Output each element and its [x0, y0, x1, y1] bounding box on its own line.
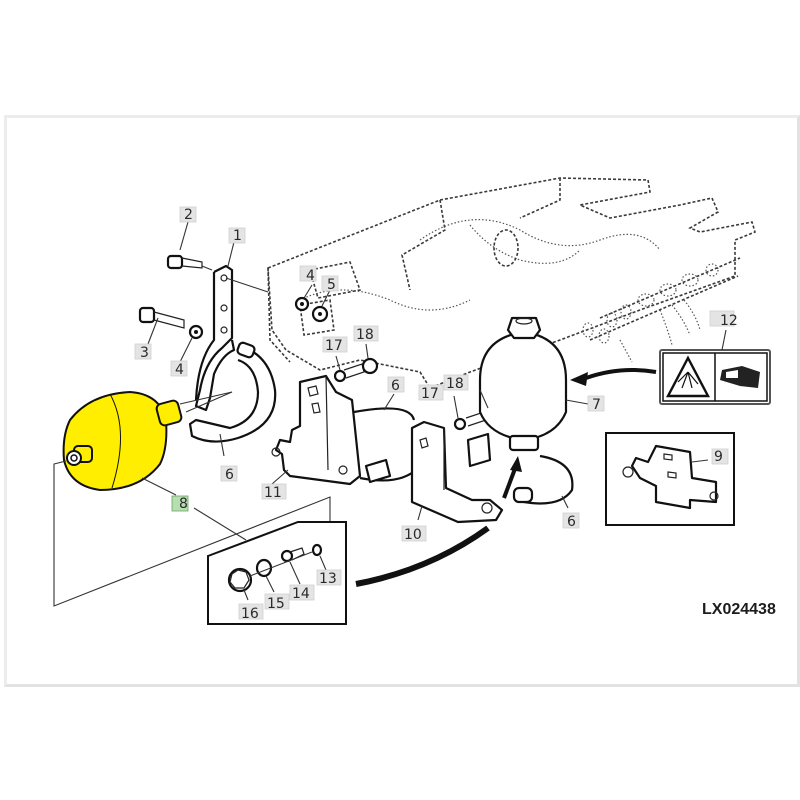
- seal-part-13[interactable]: [311, 543, 323, 557]
- washer-part-4-left[interactable]: [188, 324, 204, 340]
- callout-16[interactable]: 16: [238, 603, 264, 622]
- svg-text:4: 4: [175, 362, 184, 378]
- cap-part-16[interactable]: [227, 567, 253, 593]
- svg-text:1: 1: [233, 228, 242, 244]
- callout-7[interactable]: 7: [587, 395, 605, 413]
- callout-leaders: [147, 221, 727, 601]
- svg-text:8: 8: [179, 496, 188, 512]
- svg-text:3: 3: [140, 345, 149, 361]
- clamp-part-6-middle[interactable]: [353, 407, 419, 484]
- svg-text:6: 6: [225, 467, 234, 483]
- arrow-detail-to-bracket: [355, 525, 490, 587]
- svg-text:12: 12: [720, 313, 738, 329]
- svg-text:11: 11: [264, 485, 282, 501]
- svg-text:17: 17: [421, 386, 439, 402]
- arrow-decal-to-accumulator: [570, 368, 657, 386]
- bolt-part-2[interactable]: [166, 254, 213, 271]
- callout-8[interactable]: 8: [171, 495, 189, 512]
- bolt-part-3[interactable]: [138, 306, 185, 329]
- washer-part-4-right[interactable]: [294, 296, 310, 312]
- bolt-part-18-left[interactable]: [343, 357, 379, 379]
- callout-1[interactable]: 1: [228, 227, 246, 244]
- callout-9[interactable]: 9: [711, 448, 729, 465]
- bracket-part-10[interactable]: [410, 420, 504, 524]
- callout-17-left[interactable]: 17: [322, 336, 348, 354]
- callout-14[interactable]: 14: [289, 584, 315, 602]
- callout-6-right[interactable]: 6: [562, 512, 580, 530]
- read-manual-icon: [720, 366, 760, 388]
- callout-13[interactable]: 13: [316, 569, 342, 587]
- bracket-part-11[interactable]: [271, 374, 362, 486]
- callout-6-middle[interactable]: 6: [387, 376, 405, 394]
- svg-text:14: 14: [292, 586, 310, 602]
- accumulator-part-7[interactable]: [478, 316, 589, 452]
- callout-17-right[interactable]: 17: [418, 384, 444, 402]
- svg-text:6: 6: [391, 378, 400, 394]
- svg-text:10: 10: [404, 527, 422, 543]
- svg-text:4: 4: [306, 268, 315, 284]
- clamp-part-6-right[interactable]: [466, 432, 574, 505]
- bracket-part-9[interactable]: [622, 444, 719, 510]
- callout-18-right[interactable]: 18: [443, 374, 469, 392]
- accumulator-part-8[interactable]: [62, 390, 233, 492]
- callout-11[interactable]: 11: [261, 483, 287, 501]
- clamp-part-6-left[interactable]: [185, 341, 277, 443]
- callout-18-left[interactable]: 18: [353, 325, 379, 343]
- bracket-part-1[interactable]: [194, 264, 269, 412]
- callout-6-left[interactable]: 6: [220, 465, 238, 483]
- callout-2[interactable]: 2: [179, 206, 197, 223]
- washer-part-17-right[interactable]: [453, 417, 467, 431]
- svg-text:15: 15: [267, 596, 285, 612]
- svg-text:9: 9: [714, 449, 723, 465]
- callout-4-right[interactable]: 4: [299, 265, 317, 284]
- nut-part-5[interactable]: [311, 305, 329, 323]
- explosion-warning-icon: [666, 355, 710, 398]
- svg-text:13: 13: [319, 571, 337, 587]
- washer-part-17-left[interactable]: [333, 369, 347, 383]
- tractor-frame-outline: [267, 177, 756, 389]
- svg-text:2: 2: [184, 207, 193, 223]
- arrow-bracket-to-clamp: [502, 456, 522, 499]
- callout-4-left[interactable]: 4: [170, 360, 188, 378]
- callout-15[interactable]: 15: [264, 593, 290, 612]
- callout-10[interactable]: 10: [401, 525, 427, 543]
- callout-3[interactable]: 3: [134, 343, 152, 361]
- svg-text:17: 17: [325, 338, 343, 354]
- svg-text:5: 5: [327, 277, 336, 293]
- svg-text:18: 18: [356, 327, 374, 343]
- svg-text:16: 16: [241, 606, 259, 622]
- detail-box-bracket-9: [605, 432, 735, 526]
- figure-reference-code: LX024438: [702, 601, 776, 618]
- seal-part-15[interactable]: [255, 558, 273, 578]
- warning-decal-part-12[interactable]: [659, 349, 771, 405]
- svg-text:18: 18: [446, 376, 464, 392]
- callout-5[interactable]: 5: [321, 275, 339, 293]
- svg-text:6: 6: [567, 514, 576, 530]
- callout-12[interactable]: 12: [709, 310, 738, 329]
- svg-text:7: 7: [592, 397, 601, 413]
